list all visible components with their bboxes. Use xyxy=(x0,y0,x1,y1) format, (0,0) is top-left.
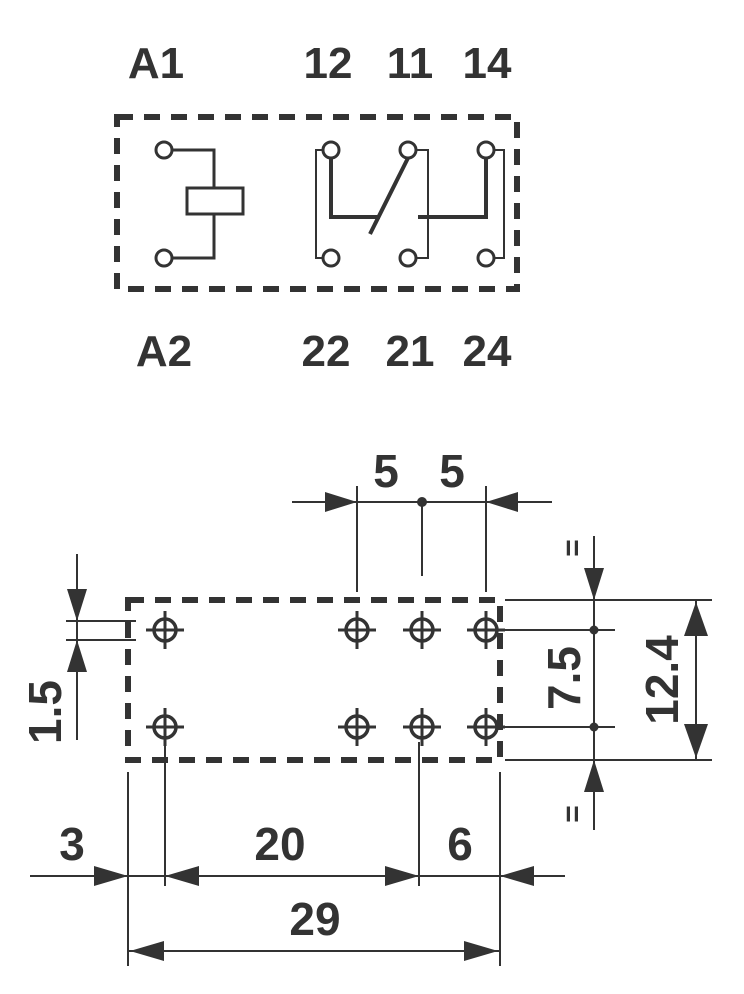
pin-hole xyxy=(467,708,505,746)
pin-label-24: 24 xyxy=(463,327,512,376)
dim-label-row-spacing: 7.5 xyxy=(538,646,590,710)
pin-holes xyxy=(146,611,505,746)
pin-label-11: 11 xyxy=(387,39,434,88)
pin-label-22: 22 xyxy=(302,327,351,376)
dim-label-edge-offset: 3 xyxy=(59,818,85,870)
dim-label-row-offset: 1.5 xyxy=(19,680,71,744)
dim-label-pitch-left: 5 xyxy=(373,445,399,497)
pin-hole xyxy=(146,708,184,746)
pin-label-a2: A2 xyxy=(136,327,192,376)
pitch-dimension: 5 5 xyxy=(292,445,552,592)
dim-label-coil-to-contact: 20 xyxy=(254,818,305,870)
pin-hole xyxy=(338,611,376,649)
body-width-dimension: 12.4 xyxy=(636,600,708,760)
dim-label-body-length: 29 xyxy=(289,893,340,945)
pin-hole xyxy=(467,611,505,649)
length-dimensions: 3 20 6 xyxy=(30,742,565,966)
footprint-outline xyxy=(125,597,503,763)
pin-hole xyxy=(146,611,184,649)
dim-label-body-width: 12.4 xyxy=(636,635,688,725)
pcb-footprint: 5 5 1.5 = = 7.5 xyxy=(19,445,712,966)
relay-housing-outline xyxy=(114,114,520,292)
overall-length-dimension: 29 xyxy=(128,893,500,961)
dim-label-equal-top: = xyxy=(556,539,589,557)
coil-symbol xyxy=(154,140,245,268)
pin-hole xyxy=(403,708,441,746)
dim-label-contact-to-edge: 6 xyxy=(447,818,473,870)
row-spacing-dimension: = = 7.5 xyxy=(505,536,712,830)
pin-hole xyxy=(403,611,441,649)
pin-label-a1: A1 xyxy=(128,39,184,88)
pin-label-21: 21 xyxy=(386,327,435,376)
row-offset-dimension: 1.5 xyxy=(19,554,136,744)
pin-label-14: 14 xyxy=(463,39,512,88)
pin-hole xyxy=(338,708,376,746)
pin-label-12: 12 xyxy=(304,39,353,88)
wiring-schematic: A1 12 11 14 xyxy=(114,39,520,376)
changeover-contacts xyxy=(315,140,505,268)
dim-label-pitch-right: 5 xyxy=(439,445,465,497)
dim-label-equal-bottom: = xyxy=(556,805,589,823)
